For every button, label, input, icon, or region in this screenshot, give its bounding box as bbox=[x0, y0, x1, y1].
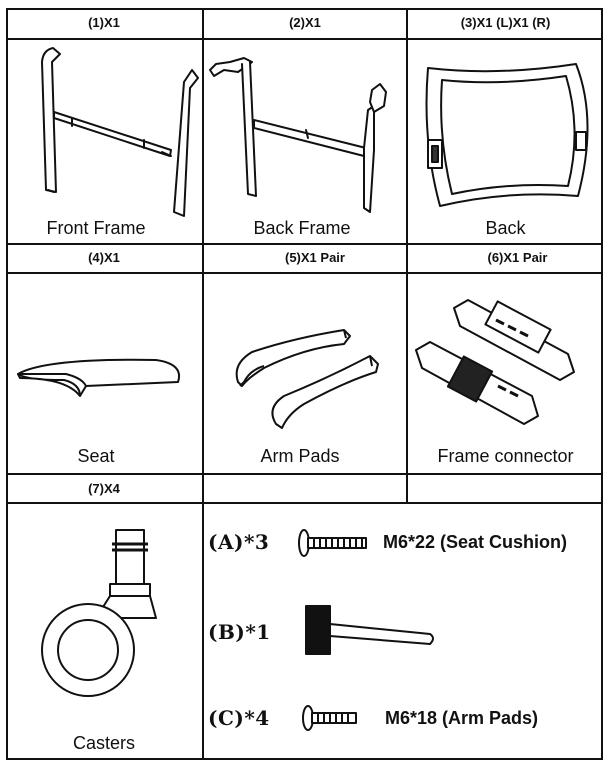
part-header: (3)X1 (L)X1 (R) bbox=[460, 15, 551, 30]
arm-pads-icon bbox=[235, 329, 379, 429]
short-screw-icon bbox=[302, 705, 357, 731]
part-caption: Frame connector bbox=[437, 446, 574, 466]
part-header: (2)X1 bbox=[289, 15, 321, 30]
part-caption: Casters bbox=[72, 733, 135, 753]
part-caption: Back bbox=[485, 218, 526, 238]
back-icon bbox=[425, 63, 589, 207]
hardware-label: (A)*3 bbox=[208, 530, 270, 554]
screw-icon bbox=[298, 529, 367, 557]
grid-line bbox=[6, 38, 603, 40]
hardware-spec: M6*22 (Seat Cushion) bbox=[383, 532, 568, 552]
part-header: (5)X1 Pair bbox=[285, 250, 345, 265]
grid-line bbox=[406, 8, 408, 503]
hardware-spec: M6*18 (Arm Pads) bbox=[385, 708, 539, 728]
part-header: (4)X1 bbox=[88, 250, 120, 265]
grid-line bbox=[202, 8, 204, 760]
grid-line bbox=[6, 272, 603, 274]
grid-line bbox=[6, 502, 603, 504]
seat-icon bbox=[17, 358, 180, 397]
part-header: (6)X1 Pair bbox=[487, 250, 548, 265]
grid-line bbox=[6, 473, 603, 475]
allen-key-icon bbox=[305, 605, 434, 655]
part-caption: Front Frame bbox=[46, 218, 146, 238]
grid-line bbox=[6, 243, 603, 245]
parts-sheet bbox=[6, 8, 603, 760]
front-frame-icon bbox=[41, 47, 199, 217]
part-header: (7)X4 bbox=[88, 481, 120, 496]
caster-icon bbox=[41, 529, 157, 697]
hardware-label: (C)*4 bbox=[208, 706, 270, 730]
frame-connector-icon bbox=[415, 299, 575, 425]
part-caption: Seat bbox=[77, 446, 115, 466]
part-caption: Arm Pads bbox=[260, 446, 340, 466]
back-frame-icon bbox=[209, 57, 387, 213]
hardware-label: (B)*1 bbox=[208, 620, 271, 644]
part-caption: Back Frame bbox=[253, 218, 351, 238]
part-header: (1)X1 bbox=[88, 15, 120, 30]
